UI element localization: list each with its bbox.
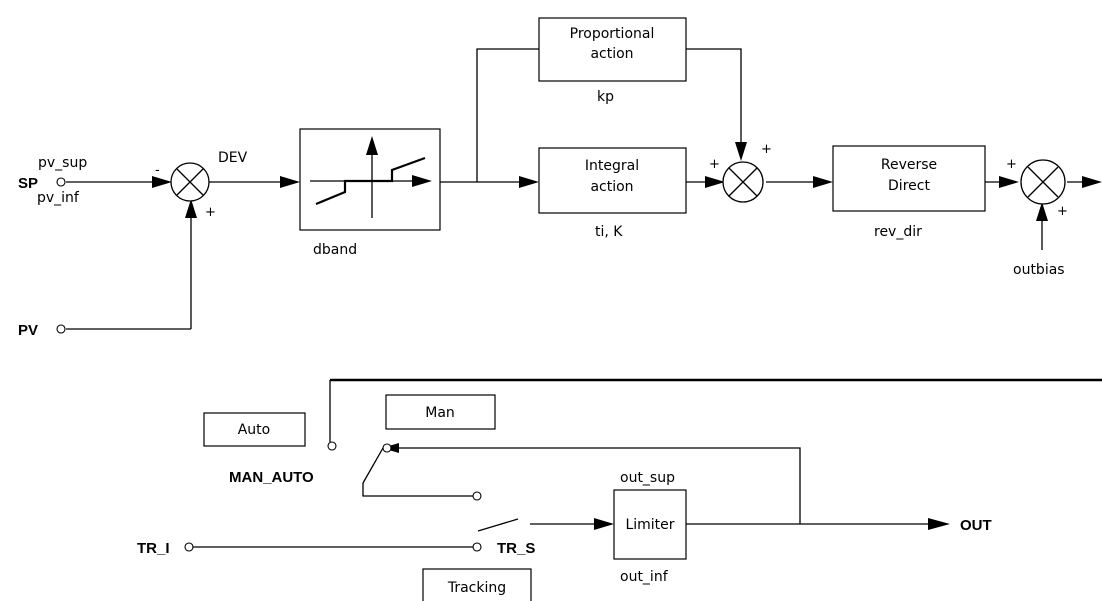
plus-sign-sum3-left: + [1006,157,1017,172]
tr-s-label: TR_S [497,540,535,557]
rev-dir-label: rev_dir [874,224,922,240]
reverse-direct-box [832,145,986,212]
arrow-reverse-in [813,176,833,188]
proportional-box [538,17,687,82]
wire-switch-out [362,483,473,497]
arrow-sum3-in [999,176,1019,188]
man-auto-switch-blade [362,447,384,484]
lower-wires [193,378,1102,548]
summing-junction-1 [170,162,210,202]
proportional-label-line1: Proportional [570,26,655,42]
dev-label: DEV [218,150,248,166]
minus-sign-sum1: - [155,163,160,178]
tracking-box [422,568,532,601]
man-label: Man [425,405,455,421]
sp-label: SP [18,175,38,192]
arrow-pv [185,199,197,218]
arrow-sum2-in [705,176,725,188]
out-label: OUT [960,517,992,534]
reverse-label-line1: Reverse [881,157,937,173]
pv-inf-label: pv_inf [37,190,80,206]
summing-junction-3 [1020,159,1066,205]
kp-label: kp [597,89,614,105]
auto-label: Auto [238,422,271,438]
wire-to-proportional [476,48,539,182]
tracking-label: Tracking [447,580,506,596]
plus-sign-sum3-bottom: + [1057,204,1068,219]
auto-terminal [327,441,337,451]
arrow-sp [152,176,172,188]
integral-label-line1: Integral [585,158,639,174]
plus-sign-sum2-top: + [761,142,772,157]
man-terminal [382,443,392,453]
tr-s-terminal [472,542,482,552]
tr-i-label: TR_I [137,540,170,557]
wire-out-feedback [395,447,801,524]
pv-label: PV [18,322,38,339]
upper-wires [66,48,1085,330]
arrow-dband-in [280,176,300,188]
integral-label-line2: action [590,179,633,195]
wire-proportional-out [686,48,742,147]
arrow-outbias [1036,202,1048,221]
sp-terminal [56,177,66,187]
upper-arrows [152,142,1102,221]
summing-junction-2 [722,161,764,203]
arrow-limiter-in [594,518,614,530]
pv-terminal [56,324,66,334]
deadband-x-arrow [412,175,432,187]
deadband-y-arrow [366,136,378,155]
arrow-sum3-out [1082,176,1102,188]
tracking-switch-blade [477,518,519,532]
plus-sign-sum1: + [205,205,216,220]
deadband-block [299,128,441,231]
pv-sup-label: pv_sup [38,155,87,171]
out-sup-label: out_sup [620,470,675,486]
ti-k-label: ti, K [595,224,623,240]
arrow-proportional-down [735,142,747,161]
proportional-label-line2: action [590,46,633,62]
arrow-out [928,518,950,530]
arrow-integral-in [519,176,539,188]
outbias-label: outbias [1013,262,1065,278]
limiter-box [613,489,687,560]
switch-lower-terminal [472,491,482,501]
out-inf-label: out_inf [620,569,669,585]
reverse-label-line2: Direct [888,178,930,194]
auto-box [203,412,306,447]
dband-label: dband [313,242,357,258]
deadband-curve [315,156,426,206]
integral-box [538,147,687,214]
man-box [385,394,496,430]
man-auto-label: MAN_AUTO [229,469,314,486]
limiter-label: Limiter [625,517,674,533]
tr-i-terminal [184,542,194,552]
plus-sign-sum2-left: + [709,157,720,172]
